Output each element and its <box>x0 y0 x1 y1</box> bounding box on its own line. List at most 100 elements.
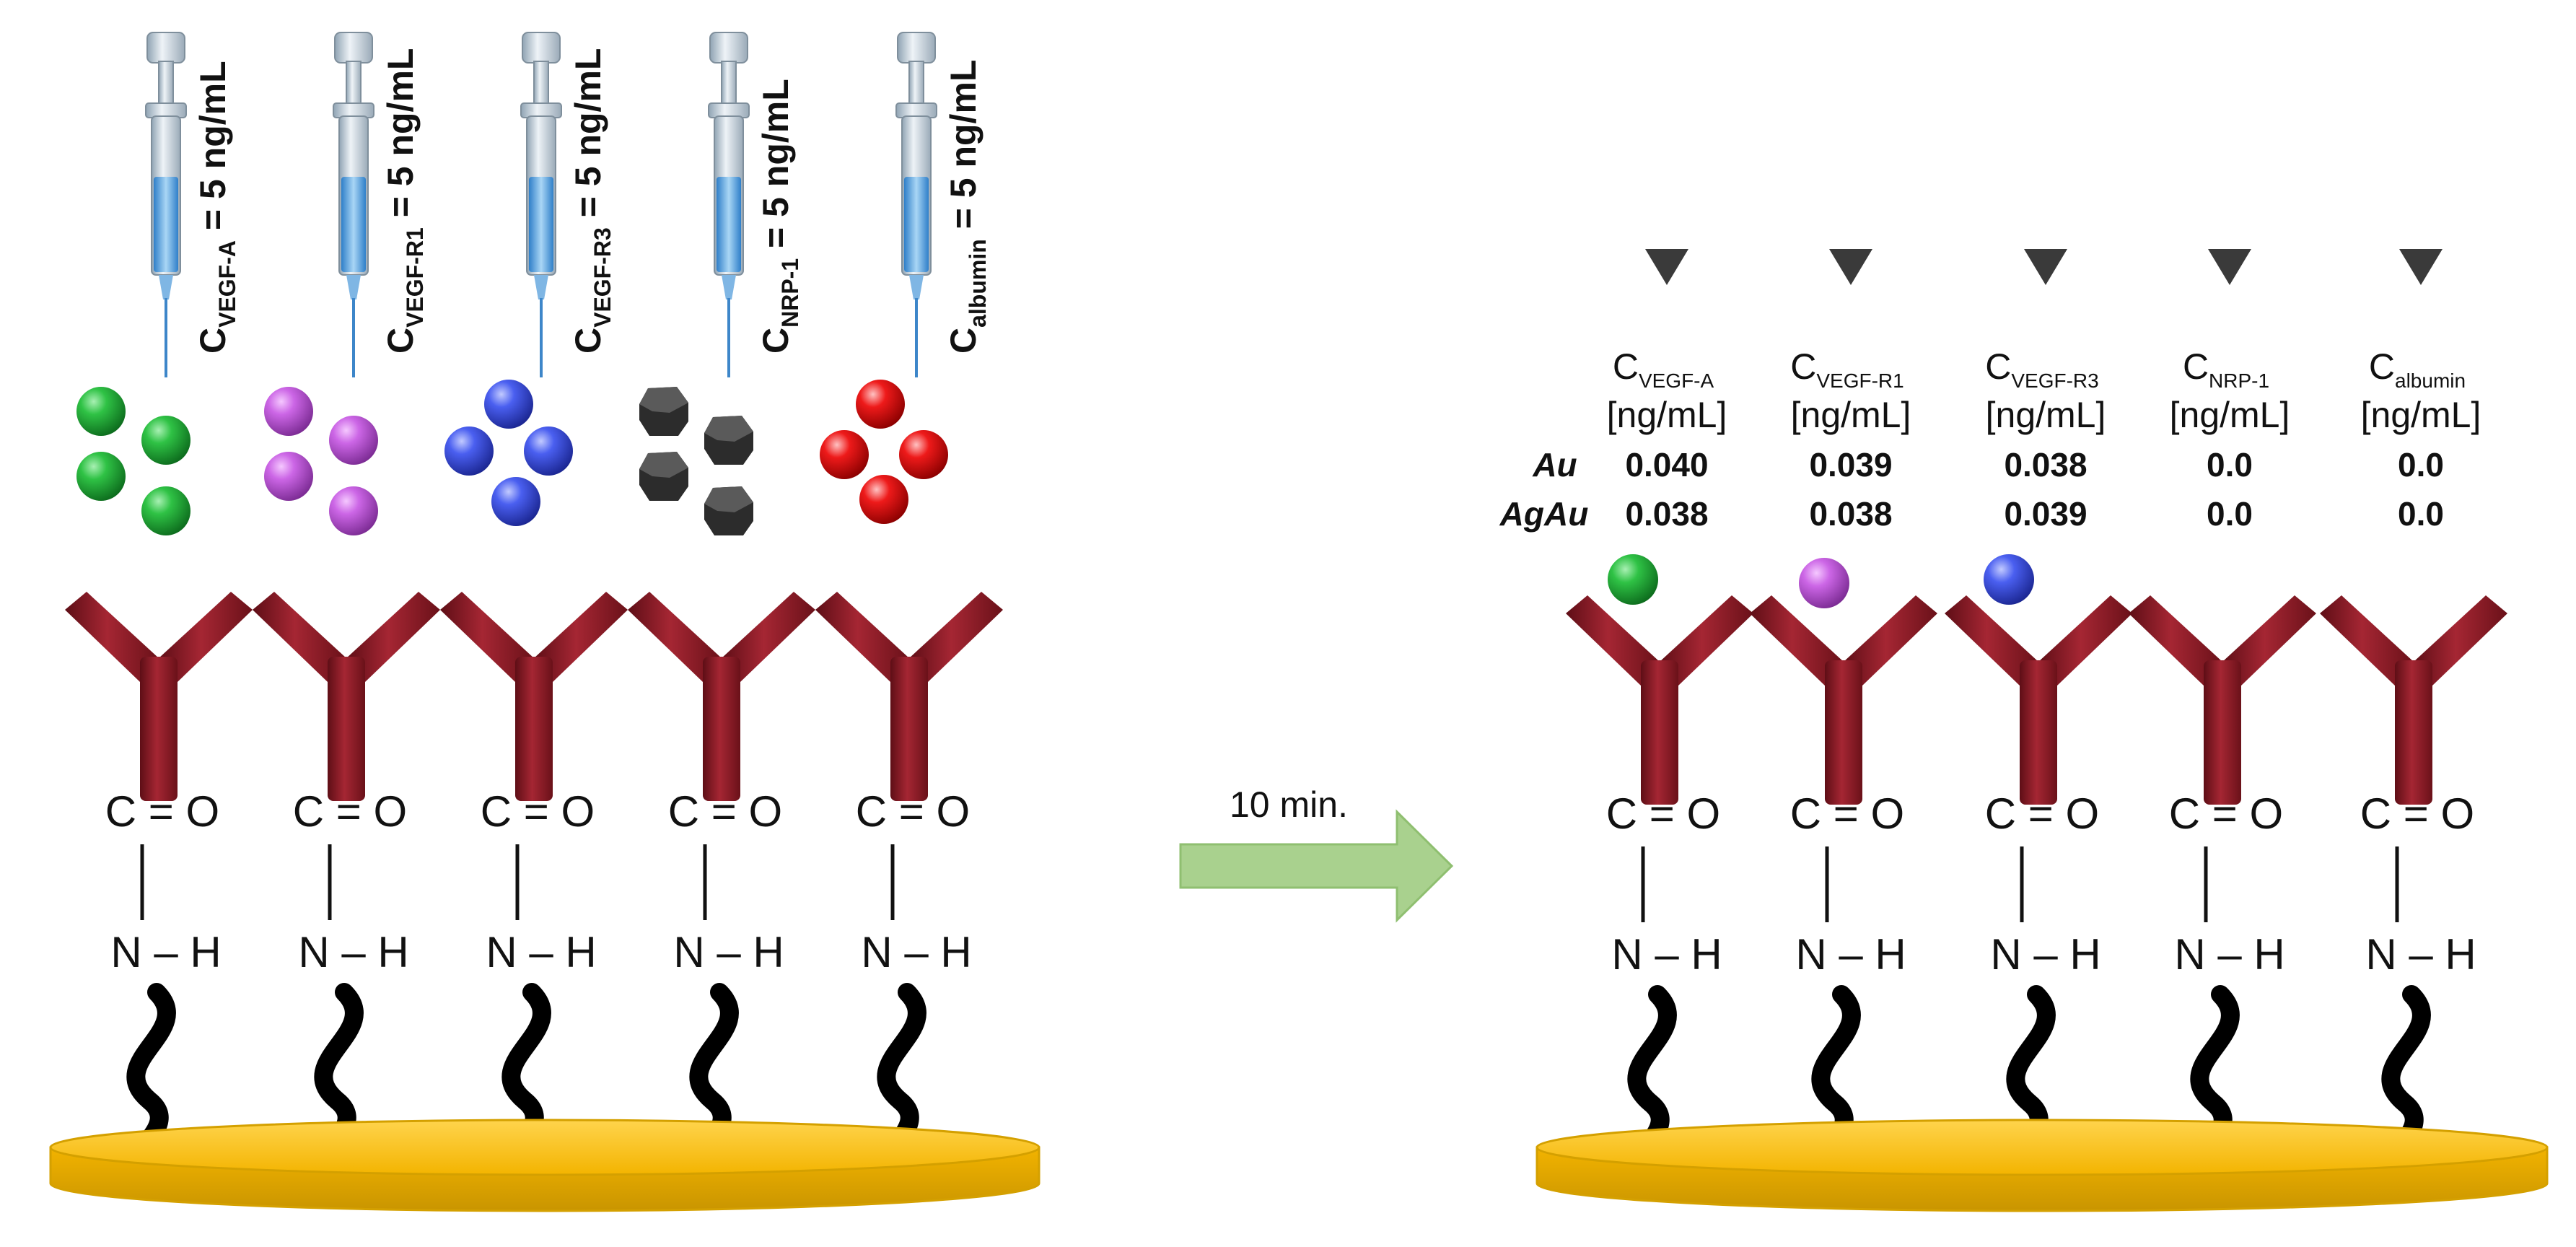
antibody <box>253 592 440 801</box>
au-value: 0.039 <box>1809 446 1892 484</box>
antibody-left-arm <box>1945 595 2038 686</box>
analyte-particle <box>859 475 908 524</box>
syringe-needle <box>727 298 730 377</box>
antibody-right-arm <box>2038 595 2132 686</box>
antibody-left-arm <box>815 592 909 682</box>
prism-top <box>704 486 753 512</box>
concentration-value: = 5 ng/mL <box>380 48 421 228</box>
antibody-stem <box>2204 660 2241 805</box>
analyte-particle <box>524 426 573 476</box>
concentration-label: CVEGF-R3 = 5 ng/mL <box>568 48 615 354</box>
antibody-right-arm <box>1660 595 1753 686</box>
column-header: CNRP-1 <box>2183 346 2269 392</box>
analyte-subscript: VEGF-R1 <box>1816 369 1903 392</box>
antibody-left-arm <box>628 592 722 682</box>
amine-label: N – H <box>673 928 784 976</box>
agau-value: 0.039 <box>2004 495 2087 533</box>
antibody-stem <box>515 657 553 801</box>
antibody-stem <box>703 657 740 801</box>
analyte-subscript: VEGF-R1 <box>402 227 428 328</box>
analyte-particle <box>76 452 126 501</box>
row-label-au: Au <box>1532 446 1577 484</box>
nrp1-particle <box>704 486 753 535</box>
syringe-icon <box>520 32 562 377</box>
unit-label: [ng/mL] <box>2170 395 2290 435</box>
antibody-stem <box>1825 660 1862 805</box>
amine-label: N – H <box>298 928 408 976</box>
c-symbol: C <box>2183 346 2209 387</box>
c-symbol: C <box>755 328 796 354</box>
gold-electrode <box>1535 1119 2549 1212</box>
concentration-label: Calbumin = 5 ng/mL <box>943 60 991 354</box>
down-triangle-marker <box>2208 249 2251 285</box>
reaction-arrow: 10 min. <box>1179 784 1454 923</box>
antibody <box>2129 595 2316 805</box>
syringe-plunger-rod <box>721 61 737 105</box>
antibody-stem <box>2395 660 2432 805</box>
syringe-icon <box>145 32 187 377</box>
antibody <box>2320 595 2507 805</box>
antibody <box>65 592 253 801</box>
c-symbol: C <box>1985 346 2011 387</box>
antibody-right-arm <box>722 592 815 682</box>
amide-linkage: C = ON – H <box>105 787 222 1191</box>
amide-linkage: C = ON – H <box>481 787 597 1191</box>
concentration-value: = 5 ng/mL <box>755 79 796 258</box>
carbonyl-label: C = O <box>481 787 595 836</box>
antibody-right-arm <box>159 592 253 682</box>
amide-linkage: C = ON – H <box>856 787 972 1191</box>
antibody-stem <box>2020 660 2057 805</box>
concentration-label: CVEGF-R1 = 5 ng/mL <box>380 48 428 354</box>
plate-top <box>49 1119 1041 1176</box>
concentration-label: CVEGF-A = 5 ng/mL <box>193 61 240 354</box>
bound-analyte-particle <box>1799 558 1849 608</box>
carbonyl-label: C = O <box>2169 789 2283 838</box>
syringe-liquid <box>717 177 741 272</box>
concentration-value: = 5 ng/mL <box>568 48 608 228</box>
agau-value: 0.0 <box>2207 495 2253 533</box>
carbonyl-label: C = O <box>1790 789 1904 838</box>
column-header: CVEGF-A <box>1613 346 1714 392</box>
antibody <box>440 592 628 801</box>
antibody-stem <box>140 657 178 801</box>
antibody-right-arm <box>2222 595 2316 686</box>
analyte-particle <box>329 416 378 465</box>
amine-label: N – H <box>2365 930 2476 979</box>
syringe-tip <box>909 275 924 299</box>
nrp1-particle <box>639 452 688 501</box>
plate-top <box>1535 1119 2549 1176</box>
nrp1-particle <box>704 416 753 465</box>
analyte-particle <box>141 416 190 465</box>
au-value: 0.0 <box>2398 446 2444 484</box>
analyte-particle <box>444 426 494 476</box>
syringe-plunger-head <box>334 32 373 64</box>
down-triangle-marker <box>2024 249 2067 285</box>
syringe-tip <box>534 275 548 299</box>
antibody-right-arm <box>909 592 1003 682</box>
au-value: 0.038 <box>2004 446 2087 484</box>
antibody-stem <box>1641 660 1678 805</box>
syringe-icon <box>333 32 374 377</box>
column-header: CVEGF-R1 <box>1790 346 1903 392</box>
analyte-subscript: NRP-1 <box>777 258 803 328</box>
analyte-particle <box>820 430 869 479</box>
analyte-particle <box>856 380 905 429</box>
au-value: 0.040 <box>1625 446 1708 484</box>
syringe-needle <box>540 298 543 377</box>
bound-analyte-particle <box>1608 554 1658 605</box>
antibody <box>628 592 815 801</box>
prism-top <box>704 416 753 442</box>
carbonyl-label: C = O <box>856 787 970 836</box>
syringe-tip <box>159 275 173 299</box>
amide-linkage: C = ON – H <box>2169 789 2285 1193</box>
syringe-tip <box>346 275 361 299</box>
amide-linkage: C = ON – H <box>1985 789 2101 1193</box>
analyte-particle <box>329 486 378 535</box>
concentration-value: = 5 ng/mL <box>193 61 233 240</box>
antibody-right-arm <box>2414 595 2507 686</box>
antibody-left-arm <box>1750 595 1844 686</box>
syringe-plunger-rod <box>533 61 549 105</box>
au-value: 0.0 <box>2207 446 2253 484</box>
syringe-plunger-rod <box>158 61 174 105</box>
